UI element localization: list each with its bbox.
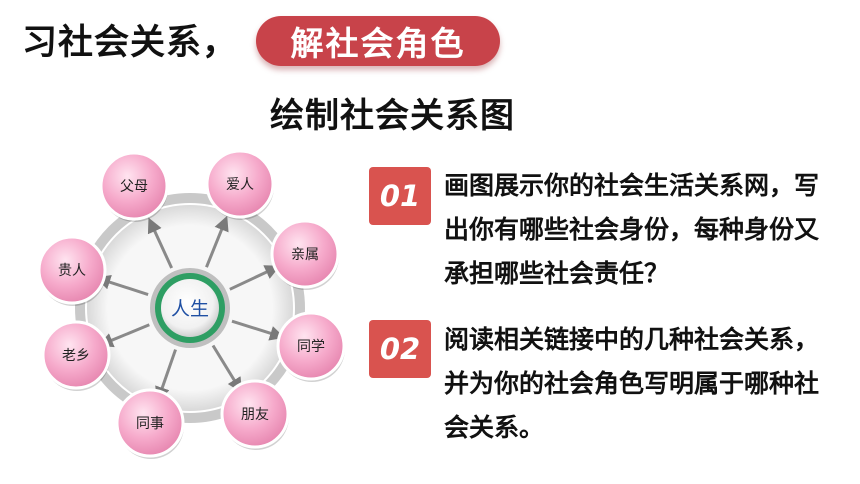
- relation-node: 亲属: [270, 219, 340, 290]
- relation-node-label: 贵人: [58, 263, 86, 279]
- relation-node-label: 父母: [120, 179, 148, 195]
- task-text-02: 阅读相关链接中的几种社会关系，并为你的社会角色写明属于哪种社会关系。: [444, 325, 820, 442]
- arrows-group: [95, 215, 285, 402]
- relation-node: 朋友: [220, 379, 290, 450]
- section-subtitle: 绘制社会关系图: [270, 96, 515, 136]
- center-disc: [161, 279, 219, 337]
- relation-node-circle: [37, 235, 107, 305]
- relation-node-label: 老乡: [62, 348, 90, 364]
- relation-node-circle: [276, 311, 346, 381]
- page-title-highlight: 解社会角色: [256, 16, 500, 66]
- relation-node-label: 朋友: [241, 407, 269, 423]
- arrow-0: [147, 217, 174, 269]
- relation-node: 父母: [99, 151, 169, 222]
- arrow-2: [229, 265, 281, 291]
- relation-node: 老乡: [41, 320, 111, 391]
- arrow-6: [98, 323, 150, 348]
- relation-node-circle: [220, 379, 290, 449]
- relation-node: 同学: [276, 311, 346, 382]
- relation-node-label: 同事: [136, 416, 164, 432]
- task-badge-01: 01: [369, 167, 431, 225]
- page-title-left: 习社会关系，: [22, 23, 239, 63]
- relation-node-circle: [270, 219, 340, 289]
- arrow-3: [231, 319, 285, 341]
- relation-node: 贵人: [37, 235, 107, 306]
- relation-node-label: 亲属: [291, 247, 319, 263]
- relation-node-circle: [205, 149, 275, 219]
- task-text-01: 画图展示你的社会生活关系网，写出你有哪些社会身份，每种身份又承担哪些社会责任？: [444, 171, 820, 288]
- arrow-4: [211, 344, 243, 393]
- relation-node: 爱人: [205, 149, 275, 220]
- arrow-5: [155, 349, 177, 402]
- relation-node-circle: [41, 320, 111, 390]
- relation-node-circle: [115, 388, 185, 458]
- relation-node-label: 同学: [297, 339, 325, 355]
- relation-node-circle: [99, 151, 169, 221]
- center-label: 人生: [171, 298, 209, 320]
- arrow-7: [95, 274, 149, 296]
- relation-node-label: 爱人: [226, 177, 254, 193]
- outer-ring: [75, 193, 305, 423]
- relation-node: 同事: [115, 388, 185, 459]
- arrow-1: [205, 215, 229, 268]
- task-badge-02: 02: [369, 320, 431, 378]
